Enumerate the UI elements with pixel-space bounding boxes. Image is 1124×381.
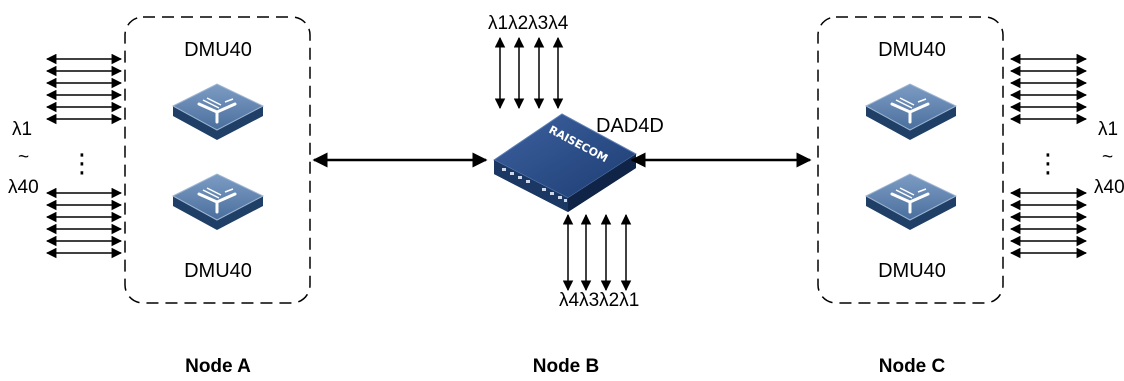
node-c-lambda-sep: ~ [1102,147,1113,168]
node-a-caption: Node A [185,356,251,377]
demux-y-icon [171,83,265,140]
node-c-bottom-device-label: DMU40 [878,260,946,282]
node-a-channel-arrows [45,53,123,259]
node-b-top-wavelengths: λ1λ2λ3λ4 [488,13,569,34]
demux-y-icon [864,83,958,140]
node-b: λ1λ2λ3λ4 RAISECOM DAD4D λ4λ3λ2λ1 [488,13,664,311]
node-b-device-label: DAD4D [596,115,664,137]
node-a: DMU40 DMU40 [8,16,311,304]
node-a-ellipsis: ⋮ [69,148,95,178]
node-c-lambda-last: λ40 [1094,177,1124,198]
switch-device-icon [493,113,637,212]
node-c-lambda-first: λ1 [1098,119,1118,140]
demux-y-icon [864,173,958,230]
node-a-lambda-first: λ1 [12,119,32,140]
node-b-caption: Node B [533,356,600,377]
node-c-caption: Node C [879,356,946,377]
node-c-ellipsis: ⋮ [1035,148,1061,178]
node-b-bottom-wavelengths: λ4λ3λ2λ1 [559,290,639,311]
node-b-bottom-arrows [562,213,632,292]
node-c: DMU40 DMU40 ⋮ λ1 [817,16,1124,304]
node-a-lambda-last: λ40 [8,177,39,198]
node-b-top-arrows [494,36,564,110]
node-a-bottom-device-label: DMU40 [184,260,252,282]
node-a-lambda-sep: ~ [18,147,29,168]
node-c-top-device-label: DMU40 [878,39,946,61]
node-c-channel-arrows [1009,53,1088,259]
node-a-top-device-label: DMU40 [184,39,252,61]
demux-y-icon [171,173,265,230]
